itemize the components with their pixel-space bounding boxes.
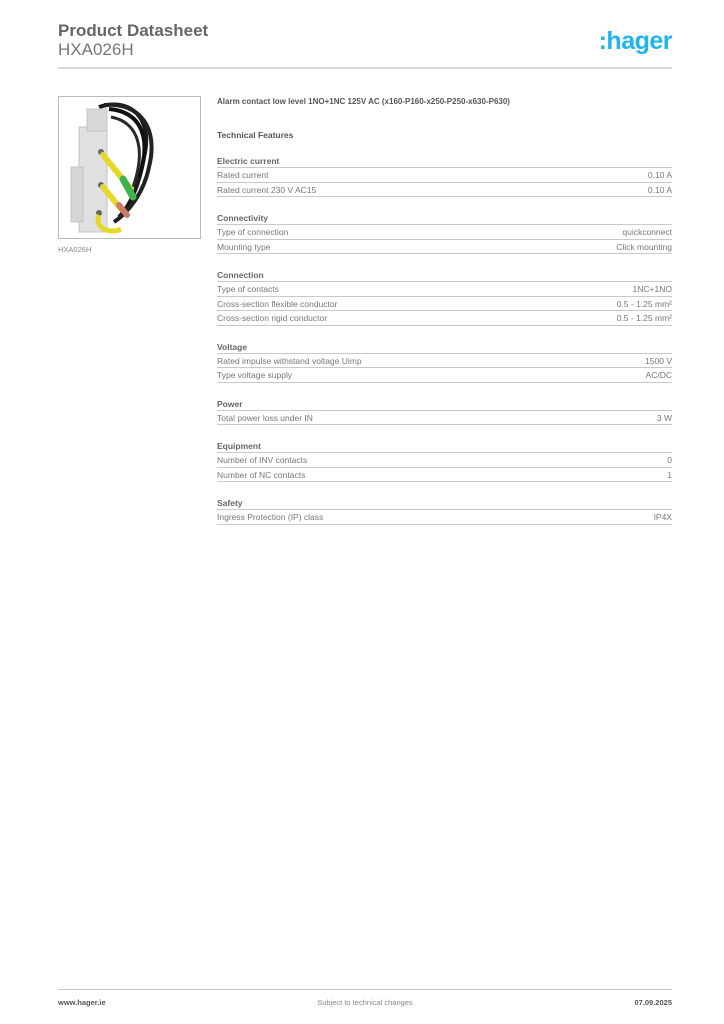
footer-divider bbox=[58, 989, 672, 990]
spec-value: 3 W bbox=[656, 412, 672, 423]
spec-label: Ingress Protection (IP) class bbox=[217, 512, 324, 522]
spec-label: Total power loss under IN bbox=[217, 412, 313, 423]
section-electric-current: Electric current Rated current 0.10 A Rat… bbox=[217, 156, 672, 197]
spec-label: Rated current bbox=[217, 170, 269, 180]
document-date: 07.09.2025 bbox=[634, 998, 672, 1007]
hager-logo: :hager bbox=[598, 27, 673, 55]
spec-label: Type of contacts bbox=[217, 284, 279, 294]
spec-label: Mounting type bbox=[217, 241, 271, 252]
spec-row: Type of contacts 1NC+1NO bbox=[217, 282, 672, 297]
section-connection: Connection Type of contacts 1NC+1NO Cross… bbox=[217, 270, 672, 326]
document-title: Product Datasheet bbox=[58, 21, 209, 40]
spec-row: Rated impulse withstand voltage Uimp 1500… bbox=[217, 354, 672, 368]
spec-row: Cross-section flexible conductor 0.5 - 1.… bbox=[217, 297, 672, 311]
spec-row: Number of INV contacts 0 bbox=[217, 453, 672, 468]
section-safety: Safety Ingress Protection (IP) class IP4X bbox=[217, 498, 672, 525]
spec-label: Cross-section rigid conductor bbox=[217, 313, 328, 323]
section-equipment: Equipment Number of INV contacts 0 Number… bbox=[217, 441, 672, 482]
section-voltage: Voltage Rated impulse withstand voltage … bbox=[217, 342, 672, 383]
section-title: Equipment bbox=[217, 441, 672, 453]
section-connectivity: Connectivity Type of connection quickconn… bbox=[217, 213, 672, 254]
section-title: Safety bbox=[217, 498, 672, 510]
spec-value: Click mounting bbox=[616, 241, 672, 252]
spec-label: Number of NC contacts bbox=[217, 469, 306, 480]
spec-value: 0.5 - 1.25 mm² bbox=[616, 298, 672, 309]
section-power: Power Total power loss under IN 3 W bbox=[217, 399, 672, 425]
spec-row: Number of NC contacts 1 bbox=[217, 468, 672, 482]
spec-label: Type voltage supply bbox=[217, 370, 293, 380]
spec-value: 0 bbox=[667, 455, 672, 465]
section-title: Electric current bbox=[217, 156, 672, 168]
spec-label: Rated current 230 V AC15 bbox=[217, 184, 317, 195]
spec-label: Rated impulse withstand voltage Uimp bbox=[217, 355, 362, 366]
spec-label: Cross-section flexible conductor bbox=[217, 298, 338, 309]
product-image bbox=[58, 96, 201, 239]
spec-row: Mounting type Click mounting bbox=[217, 240, 672, 254]
spec-value: 1500 V bbox=[645, 355, 672, 366]
spec-value: quickconnect bbox=[622, 227, 672, 237]
spec-row: Type of connection quickconnect bbox=[217, 225, 672, 240]
technical-features-title: Technical Features bbox=[217, 130, 294, 140]
section-title: Voltage bbox=[217, 342, 672, 354]
header-divider bbox=[58, 67, 672, 69]
website-link[interactable]: www.hager.ie bbox=[58, 998, 106, 1007]
section-title: Connection bbox=[217, 270, 672, 282]
spec-row: Cross-section rigid conductor 0.5 - 1.25 … bbox=[217, 311, 672, 326]
product-code: HXA026H bbox=[58, 40, 134, 59]
spec-row: Rated current 0.10 A bbox=[217, 168, 672, 183]
image-caption: HXA026H bbox=[58, 245, 92, 254]
spec-value: 0.10 A bbox=[647, 184, 672, 195]
page-footer: www.hager.ie Subject to technical change… bbox=[58, 998, 672, 1010]
spec-value: 0.10 A bbox=[647, 170, 672, 180]
spec-value: IP4X bbox=[653, 512, 672, 522]
section-title: Connectivity bbox=[217, 213, 672, 225]
spec-value: 1 bbox=[667, 469, 672, 480]
page-header: Product Datasheet HXA026H :hager bbox=[58, 21, 673, 59]
spec-row: Rated current 230 V AC15 0.10 A bbox=[217, 183, 672, 197]
product-description: Alarm contact low level 1NO+1NC 125V AC … bbox=[217, 97, 510, 106]
product-photo-icon bbox=[70, 102, 154, 234]
spec-row: Ingress Protection (IP) class IP4X bbox=[217, 510, 672, 525]
spec-label: Type of connection bbox=[217, 227, 289, 237]
footer-note: Subject to technical changes bbox=[317, 998, 413, 1007]
spec-value: 1NC+1NO bbox=[632, 284, 672, 294]
section-title: Power bbox=[217, 399, 672, 411]
spec-label: Number of INV contacts bbox=[217, 455, 308, 465]
spec-row: Type voltage supply AC/DC bbox=[217, 368, 672, 383]
spec-value: 0.5 - 1.25 mm² bbox=[616, 313, 672, 323]
spec-value: AC/DC bbox=[645, 370, 672, 380]
spec-row: Total power loss under IN 3 W bbox=[217, 411, 672, 425]
technical-content: Alarm contact low level 1NO+1NC 125V AC … bbox=[217, 97, 672, 525]
